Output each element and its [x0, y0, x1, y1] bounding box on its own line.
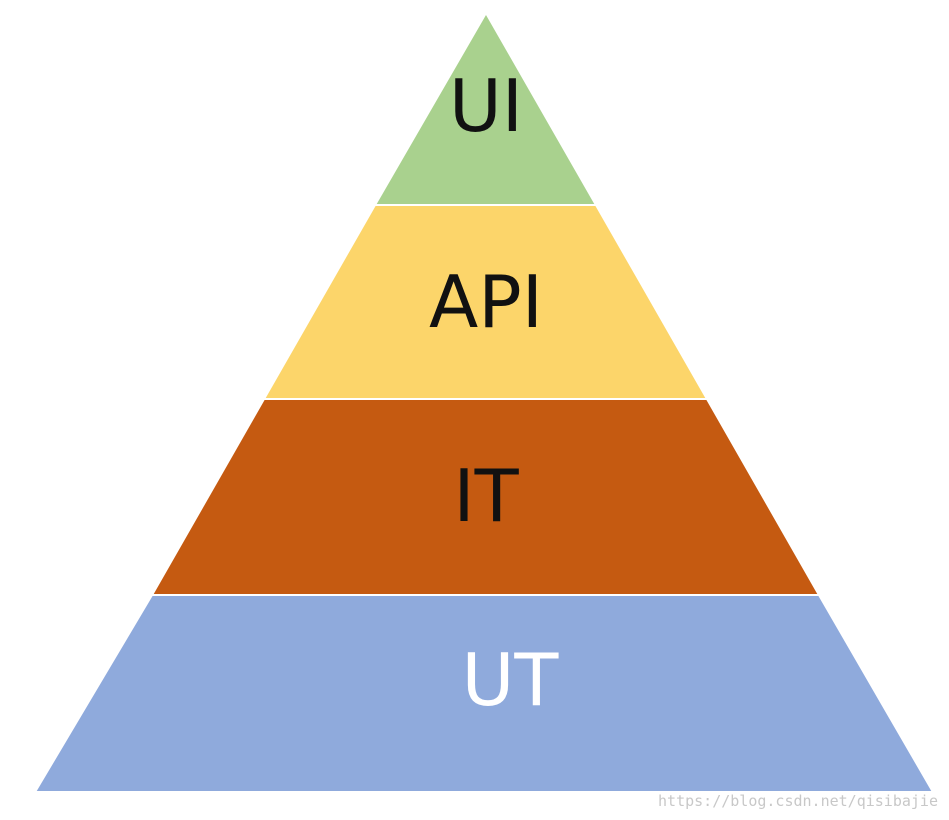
pyramid-layer-ut	[33, 594, 935, 793]
layer-label-api: API	[429, 260, 543, 344]
layer-label-ut: UT	[462, 638, 560, 722]
layer-label-it: IT	[453, 454, 519, 538]
watermark-text: https://blog.csdn.net/qisibajie	[658, 792, 938, 810]
layer-label-ui: UI	[449, 64, 523, 148]
